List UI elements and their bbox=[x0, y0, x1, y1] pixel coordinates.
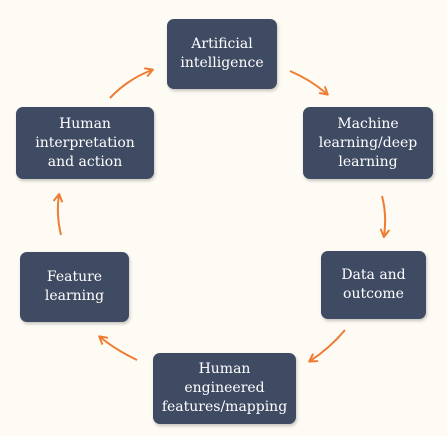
node-label: Machine learning/deep learning bbox=[318, 115, 418, 170]
node-label: Human engineered features/mapping bbox=[161, 361, 288, 415]
node-artificial-intelligence: Artificial intelligence bbox=[167, 19, 277, 89]
node-feature-learning: Feature learning bbox=[20, 252, 129, 322]
arrow-human-to-feature bbox=[98, 335, 138, 361]
node-label: Human interpretation and action bbox=[35, 115, 135, 170]
node-human-engineered-features: Human engineered features/mapping bbox=[153, 353, 296, 424]
node-human-interpretation: Human interpretation and action bbox=[16, 107, 154, 179]
node-label: Feature learning bbox=[44, 269, 105, 304]
arrow-interp-to-ai bbox=[109, 67, 154, 99]
node-data-and-outcome: Data and outcome bbox=[321, 251, 426, 319]
arrow-data-to-human bbox=[308, 329, 346, 363]
node-machine-learning: Machine learning/deep learning bbox=[303, 107, 433, 179]
arrow-feature-to-interp bbox=[53, 193, 64, 236]
arrow-ml-to-data bbox=[379, 195, 390, 238]
node-label: Data and outcome bbox=[341, 267, 406, 302]
arrow-ai-to-ml bbox=[289, 70, 329, 96]
node-label: Artificial intelligence bbox=[180, 36, 264, 71]
